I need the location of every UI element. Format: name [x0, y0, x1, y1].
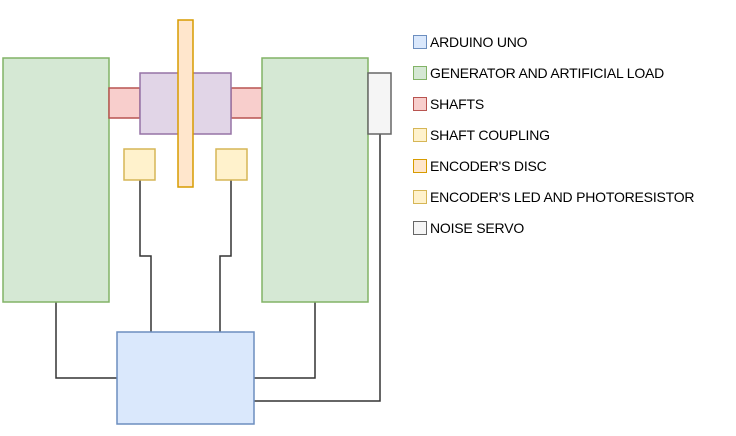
generator-right [261, 57, 369, 303]
legend-item-shaft-coupling: SHAFT COUPLING [413, 119, 694, 150]
encoder-disc-swatch-icon [413, 158, 427, 173]
arduino-swatch-icon [413, 34, 427, 49]
legend-item-generator: GENERATOR AND ARTIFICIAL LOAD [413, 57, 694, 88]
right-shaft [230, 87, 263, 119]
generator-left [2, 57, 110, 303]
legend-label: NOISE SERVO [430, 219, 525, 236]
legend-item-encoder-disc: ENCODER'S DISC [413, 150, 694, 181]
legend-label: ENCODER'S LED AND PHOTORESISTOR [430, 188, 695, 205]
wire-generator-right-to-arduino [254, 302, 316, 379]
encoder-disc [177, 19, 194, 188]
legend-label: ENCODER'S DISC [430, 157, 547, 174]
sensor-left [123, 148, 156, 181]
noise-servo [367, 72, 392, 135]
shafts-swatch-icon [413, 96, 427, 111]
wires [55, 134, 381, 402]
legend-label: ARDUINO UNO [430, 33, 528, 50]
legend: ARDUINO UNO GENERATOR AND ARTIFICIAL LOA… [413, 26, 695, 243]
legend-item-encoder-sensor: ENCODER'S LED AND PHOTORESISTOR [413, 181, 695, 212]
sensor-right [215, 148, 248, 181]
legend-label: GENERATOR AND ARTIFICIAL LOAD [430, 64, 665, 81]
legend-item-noise-servo: NOISE SERVO [413, 212, 694, 243]
wire-generator-left-to-arduino [55, 302, 117, 379]
noise-servo-swatch-icon [413, 220, 427, 235]
wire-sensor-right-to-arduino [219, 180, 232, 332]
legend-item-shafts: SHAFTS [413, 88, 694, 119]
shaft-left [108, 87, 141, 119]
arduino-uno [116, 331, 255, 425]
legend-label: SHAFT COUPLING [430, 126, 550, 143]
shaft-coupling-swatch-icon [413, 127, 427, 142]
wire-sensor-left-to-arduino [139, 180, 152, 332]
wire-servo-to-arduino [254, 134, 381, 402]
legend-label: SHAFTS [430, 95, 485, 112]
generator-swatch-icon [413, 65, 427, 80]
encoder-sensor-swatch-icon [413, 189, 427, 204]
legend-item-arduino: ARDUINO UNO [413, 26, 694, 57]
